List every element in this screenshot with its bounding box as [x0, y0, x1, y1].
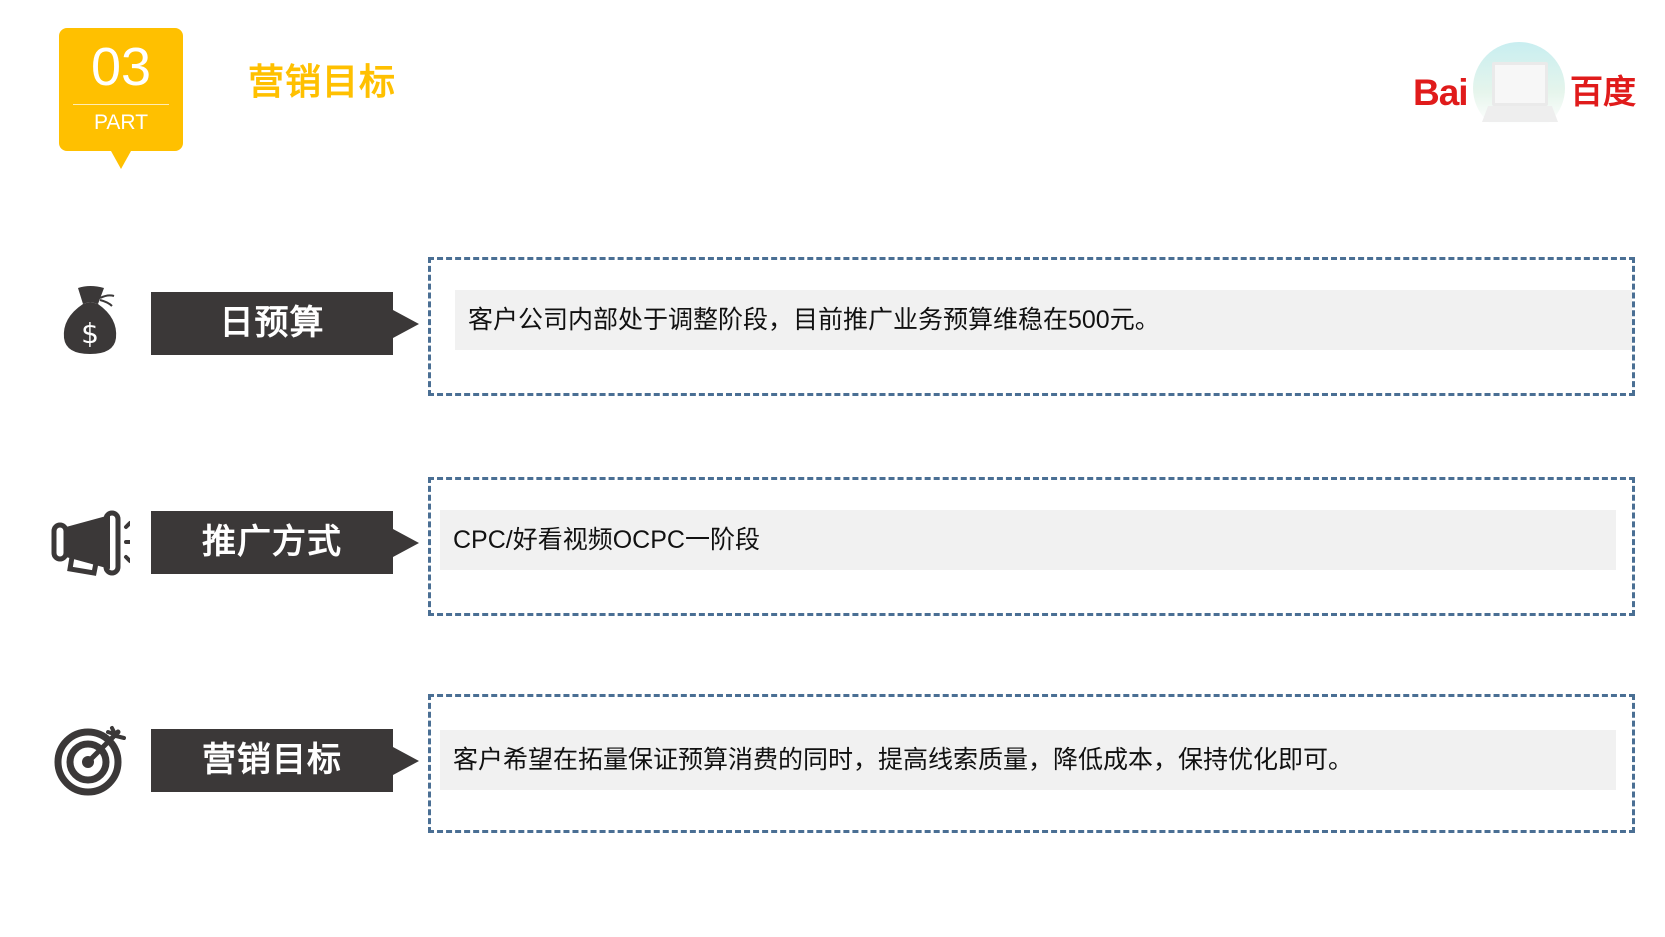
logo-text-baidu: 百度: [1570, 73, 1636, 110]
money-bag-icon: $: [50, 282, 130, 362]
badge-divider: [73, 104, 169, 105]
baidu-logo: Bai 百度: [1410, 40, 1640, 134]
content-text-daily-budget: 客户公司内部处于调整阶段，目前推广业务预算维稳在500元。: [455, 290, 1632, 350]
section-title: 营销目标: [248, 61, 397, 102]
logo-text-bai: Bai: [1413, 72, 1469, 113]
part-number: 03: [90, 37, 152, 97]
laptop-icon: [1492, 62, 1548, 106]
content-text-marketing-goal: 客户希望在拓量保证预算消费的同时，提高线索质量，降低成本，保持优化即可。: [440, 730, 1616, 790]
megaphone-icon: [50, 503, 133, 583]
svg-text:$: $: [81, 317, 99, 350]
part-badge: 03 PART: [59, 28, 183, 169]
content-frame: [428, 257, 1635, 396]
content-frame: [428, 477, 1635, 616]
label-daily-budget: 日预算: [151, 292, 393, 355]
laptop-base: [1482, 106, 1558, 122]
label-promotion-method: 推广方式: [151, 511, 393, 574]
label-pointer: [393, 529, 419, 557]
label-marketing-goal: 营销目标: [151, 729, 393, 792]
content-frame: [428, 694, 1635, 833]
label-pointer: [393, 747, 419, 775]
content-text-promotion-method: CPC/好看视频OCPC一阶段: [440, 510, 1616, 570]
part-label: PART: [93, 111, 149, 134]
label-pointer: [393, 310, 419, 338]
target-icon: [50, 720, 130, 800]
